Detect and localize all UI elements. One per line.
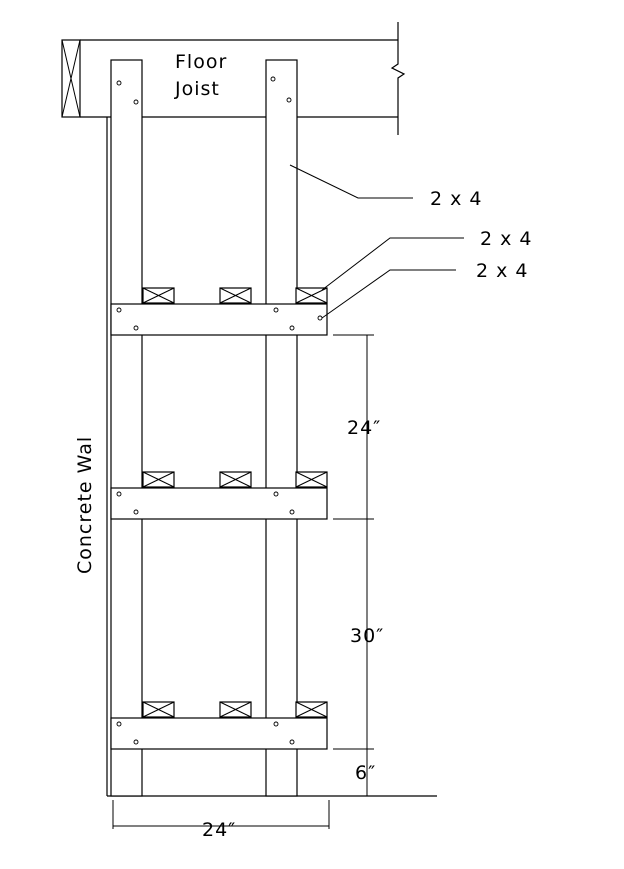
callout-leaders (289, 164, 464, 319)
floor-joist-label-line1: Floor (175, 51, 227, 73)
dimension-upper-label: 24″ (347, 417, 381, 439)
shelf-block (295, 287, 328, 304)
callout-upright-label: 2 x 4 (430, 188, 483, 210)
shelf-block (219, 471, 252, 488)
joist-end-section (61, 39, 81, 118)
shelf-block (142, 287, 175, 304)
callout-shelf-label: 2 x 4 (476, 260, 529, 282)
shelf-block (295, 701, 328, 718)
shelf-block (219, 701, 252, 718)
floor-joist-label-line2: Joist (174, 78, 220, 100)
vertical-dimension (333, 334, 374, 796)
upright-left (110, 59, 143, 797)
shelf-block (142, 471, 175, 488)
callout-block-label: 2 x 4 (480, 228, 533, 250)
shelf-block (142, 701, 175, 718)
dimension-bottom-label: 6″ (355, 762, 376, 784)
shelf-bottom (110, 701, 328, 750)
upright-right (265, 59, 298, 797)
concrete-wall-label: Concrete Wal (74, 436, 96, 574)
shelf-block (295, 471, 328, 488)
dimension-width-label: 24″ (202, 819, 236, 841)
horizontal-dimension (112, 800, 330, 829)
dimension-middle-label: 30″ (350, 625, 384, 647)
shelf-block (219, 287, 252, 304)
shelf-top (110, 287, 328, 336)
shelf-middle (110, 471, 328, 520)
